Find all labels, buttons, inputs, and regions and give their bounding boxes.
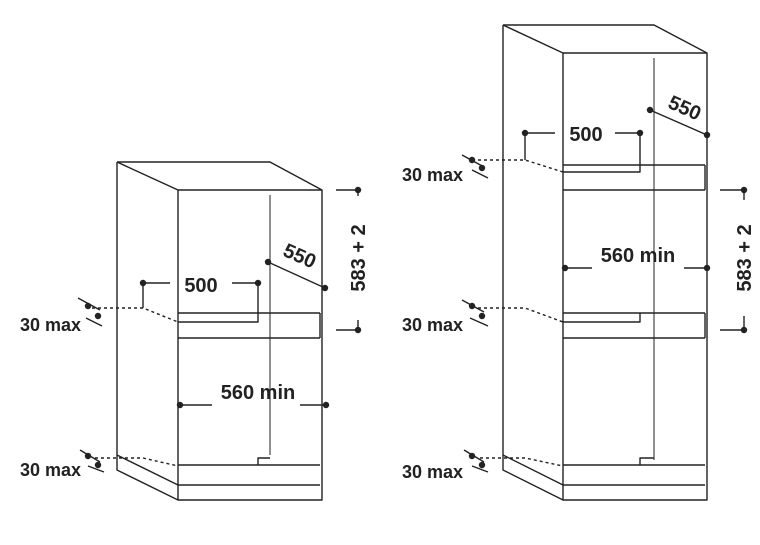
right-depth-diag-label: 550	[665, 92, 704, 126]
left-depth-label: 500	[184, 275, 217, 297]
left-shelf	[178, 312, 321, 339]
left-dimension-lines	[77, 189, 359, 473]
right-gap-bottom-label: 30 max	[402, 462, 463, 482]
left-height-label: 583 + 2	[348, 224, 370, 291]
right-dimension-lines	[461, 109, 745, 473]
right-gap-mid-label: 30 max	[402, 315, 463, 335]
left-width-label: 560 min	[221, 382, 295, 404]
right-width-label: 560 min	[601, 245, 675, 267]
right-depth-label: 500	[569, 124, 602, 146]
left-depth-diag-label: 550	[280, 240, 319, 274]
right-cabinet	[478, 24, 708, 501]
left-gap-bottom-label: 30 max	[20, 460, 81, 480]
right-height-label: 583 + 2	[734, 224, 756, 291]
right-shelf-middle	[563, 312, 706, 339]
right-shelf-upper	[563, 164, 706, 191]
left-cabinet	[92, 161, 323, 501]
left-cabinet-outline	[116, 161, 323, 501]
left-gap-top-label: 30 max	[20, 315, 81, 335]
right-gap-top-label: 30 max	[402, 165, 463, 185]
dimension-dots	[84, 106, 748, 469]
right-cabinet-outline	[502, 24, 708, 501]
